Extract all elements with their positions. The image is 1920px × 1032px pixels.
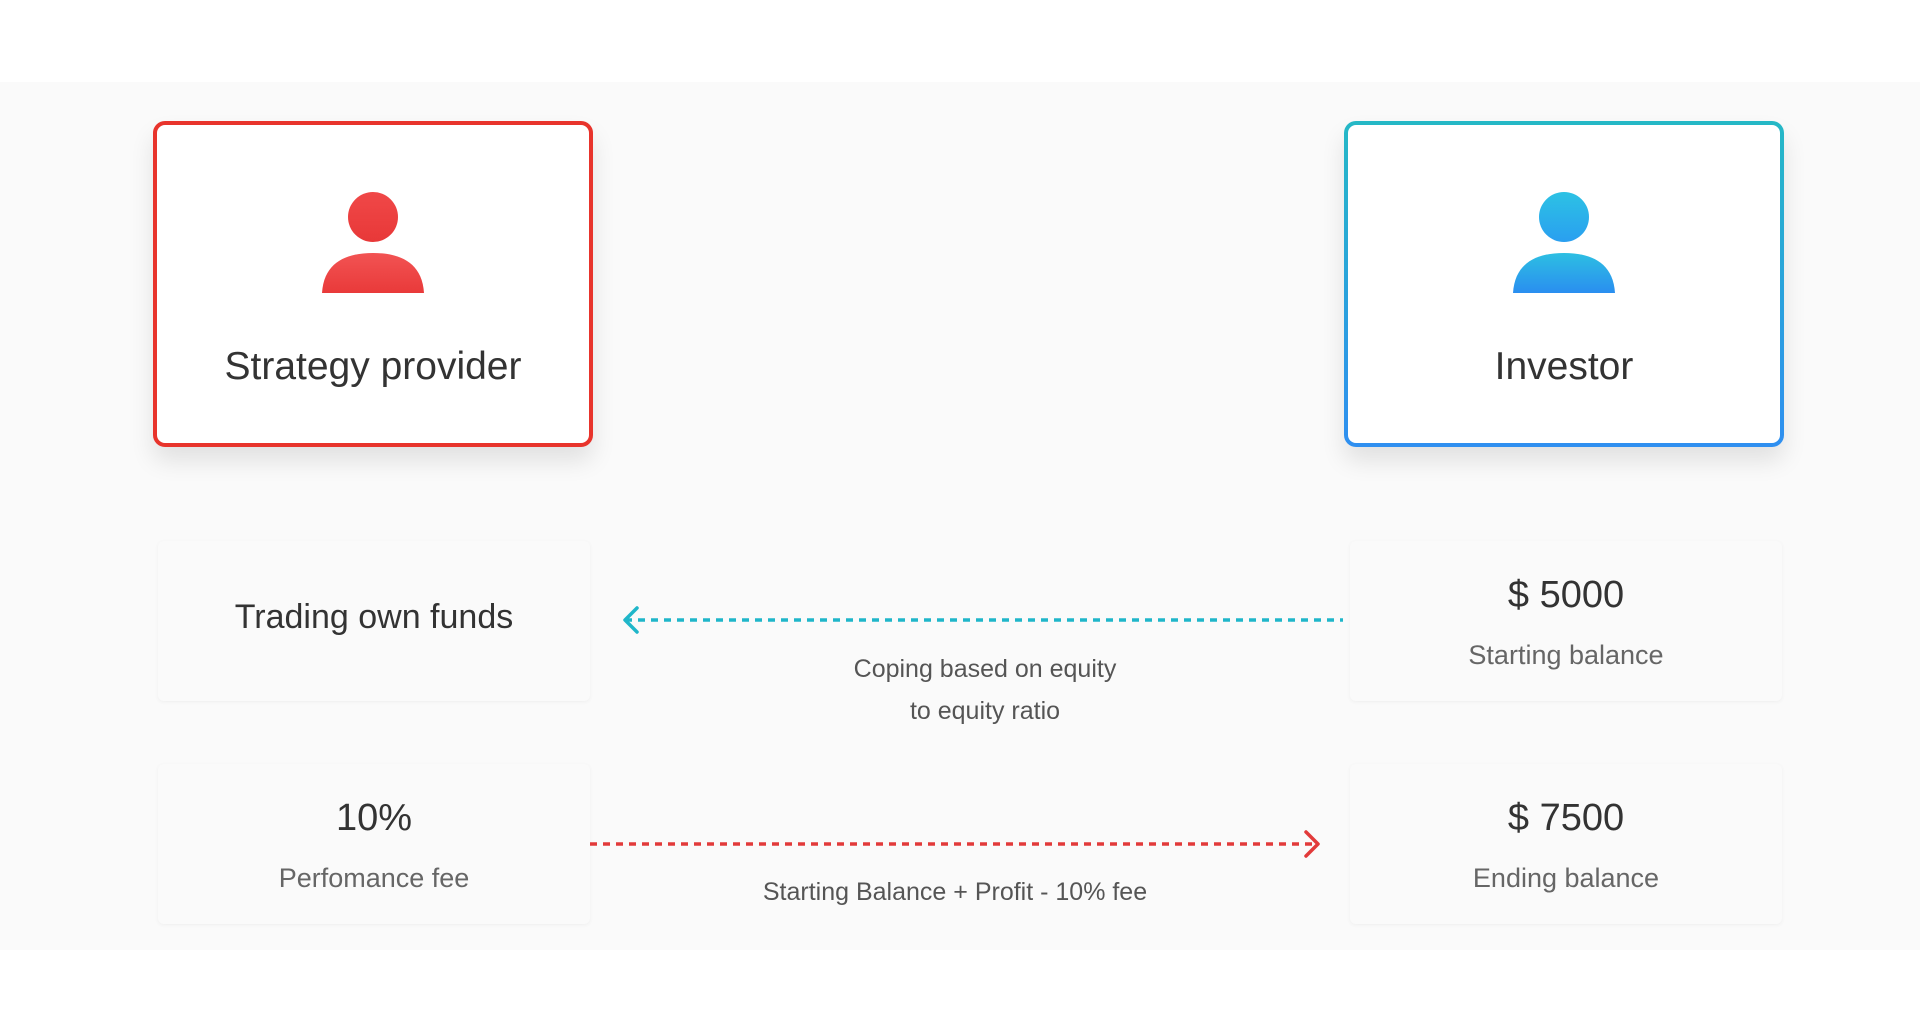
ending-balance-value: $ 7500	[1507, 797, 1625, 839]
copy-arrow	[623, 606, 1343, 634]
fee-arrow	[590, 830, 1320, 858]
ending-balance-box: $ 7500 Ending balance	[1350, 764, 1782, 924]
investor-card: Investor	[1344, 121, 1784, 447]
person-icon	[1513, 192, 1615, 293]
performance-fee-value: 10%	[335, 797, 413, 839]
copy-caption-line2: to equity ratio	[909, 697, 1061, 725]
arrow-right-head	[1304, 830, 1320, 858]
investor-title: Investor	[1494, 345, 1634, 388]
ending-balance-label: Ending balance	[1472, 863, 1660, 893]
starting-balance-label: Starting balance	[1468, 640, 1664, 670]
performance-fee-box: 10% Perfomance fee	[158, 764, 590, 924]
trading-own-funds-box: Trading own funds	[158, 541, 590, 701]
trading-own-funds-label: Trading own funds	[234, 598, 514, 636]
fee-caption: Starting Balance + Profit - 10% fee	[762, 878, 1148, 906]
performance-fee-label: Perfomance fee	[278, 863, 470, 893]
copy-caption: Coping based on equity to equity ratio	[760, 648, 1210, 732]
arrow-left-head	[623, 606, 639, 634]
person-icon	[322, 192, 424, 293]
starting-balance-box: $ 5000 Starting balance	[1350, 541, 1782, 701]
copy-caption-line1: Coping based on equity	[853, 655, 1117, 683]
strategy-provider-title: Strategy provider	[224, 345, 522, 388]
starting-balance-value: $ 5000	[1507, 574, 1625, 616]
strategy-provider-card: Strategy provider	[153, 121, 593, 447]
